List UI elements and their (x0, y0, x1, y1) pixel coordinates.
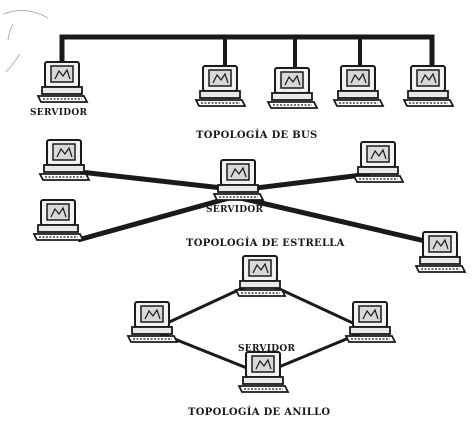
star-link-3 (77, 192, 241, 243)
bus-topology (37, 34, 454, 109)
ring-topology-title: TOPOLOGÍA DE ANILLO (188, 407, 331, 418)
star-server-computer-icon (213, 159, 264, 201)
star-link-4 (239, 195, 439, 247)
ring-computer-icon-right (345, 301, 396, 343)
bus-computer-icon-3 (333, 65, 384, 107)
pencil-scribble-decoration (3, 10, 49, 73)
star-link-1 (79, 169, 241, 193)
bus-topology-title: TOPOLOGÍA DE BUS (196, 130, 318, 141)
ring-topology (127, 255, 396, 393)
star-topology-title: TOPOLOGÍA DE ESTRELLA (186, 238, 345, 249)
ring-computer-icon-top (235, 255, 286, 297)
bus-computer-icon-4 (403, 65, 454, 107)
star-computer-icon-3 (33, 199, 84, 241)
star-server-label: SERVIDOR (206, 205, 264, 215)
bus-server-computer-icon (37, 61, 88, 103)
bus-computer-icon-2 (267, 67, 318, 109)
ring-server-computer-icon (238, 351, 289, 393)
star-computer-icon-1 (39, 139, 90, 181)
star-computer-icon-2 (353, 141, 404, 183)
star-computer-icon-4 (415, 231, 466, 273)
ring-server-label: SERVIDOR (238, 344, 296, 354)
ring-computer-icon-left (127, 301, 178, 343)
bus-server-label: SERVIDOR (30, 108, 88, 118)
bus-computer-icon-1 (195, 65, 246, 107)
star-topology (33, 139, 466, 273)
star-link-2 (239, 171, 371, 193)
bus-cable (59, 34, 435, 70)
